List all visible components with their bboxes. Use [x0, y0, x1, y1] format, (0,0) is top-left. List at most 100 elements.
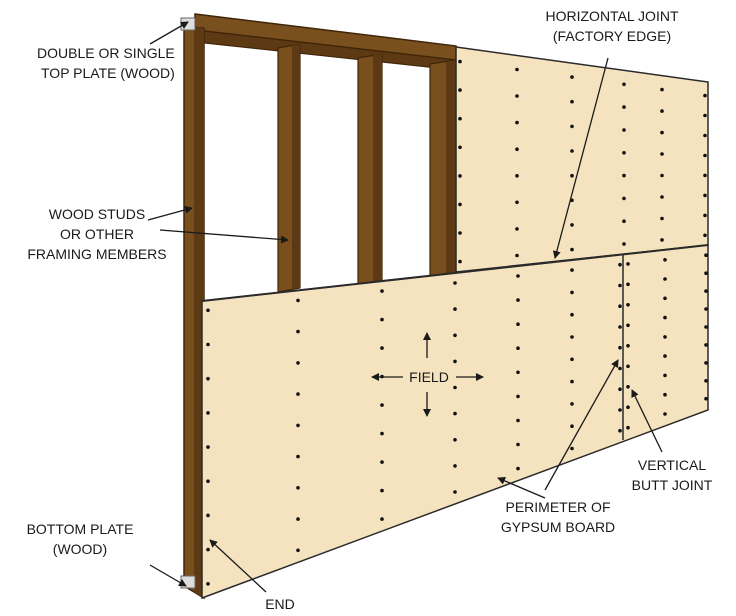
fastener-dot	[570, 312, 574, 317]
fastener-dot	[380, 346, 384, 350]
fastener-dot	[622, 151, 626, 155]
fastener-dot	[618, 345, 622, 350]
fastener-dot	[458, 259, 462, 264]
studs-leader-2	[159, 229, 289, 244]
fastener-dot	[704, 361, 708, 365]
field-label: FIELD	[409, 369, 449, 385]
fastener-dot	[206, 342, 210, 347]
fastener-dot	[458, 202, 462, 207]
horizontal-joint-line	[201, 244, 709, 302]
fastener-dot	[453, 333, 457, 338]
fastener-dot	[618, 428, 622, 433]
fastener-dot	[622, 196, 626, 201]
horizontal-joint-label-line2: (FACTORY EDGE)	[553, 28, 671, 44]
leader-lines	[147, 21, 663, 593]
fastener-dot	[626, 282, 630, 287]
fastener-dot	[296, 423, 300, 428]
fastener-dot	[660, 173, 664, 178]
fastener-dot	[458, 145, 462, 150]
end-label: END	[265, 596, 295, 612]
stud-1-side	[292, 44, 300, 289]
fastener-dot	[704, 289, 708, 293]
fastener-dot	[206, 308, 210, 313]
fastener-dot	[660, 130, 664, 135]
fastener-dot	[453, 490, 457, 494]
fastener-dot	[380, 431, 384, 436]
fastener-dot	[570, 149, 574, 153]
fastener-dot	[296, 454, 300, 459]
fastener-dot	[663, 412, 667, 416]
fastener-dot	[380, 488, 384, 493]
end-leader	[209, 539, 267, 593]
fastener-dot	[458, 174, 462, 178]
lower-gypsum-board	[201, 244, 709, 600]
fastener-dot	[453, 438, 457, 442]
fastener-dot	[458, 231, 462, 235]
fastener-dot	[618, 262, 622, 267]
fastener-dot	[703, 93, 707, 98]
fastener-dot	[663, 277, 667, 281]
fastener-dot	[570, 290, 574, 295]
upper-gypsum-board	[455, 46, 709, 273]
fastener-dot	[660, 216, 664, 221]
fastener-dot	[622, 242, 626, 246]
top-plate-label-line2: TOP PLATE (WOOD)	[41, 65, 175, 81]
fastener-dot	[380, 317, 384, 322]
fastener-dot	[296, 392, 300, 396]
fastener-dot	[618, 325, 622, 329]
fastener-dot	[703, 113, 707, 118]
fastener-dot	[570, 268, 574, 272]
fastener-dot	[703, 233, 707, 238]
fastener-dot	[296, 361, 300, 365]
top-plate-label-line1: DOUBLE OR SINGLE	[37, 45, 175, 61]
fastener-dot	[206, 582, 210, 586]
fastener-dot	[453, 307, 457, 311]
fastener-dot	[516, 274, 520, 278]
fastener-dot	[296, 298, 300, 303]
fastener-dot	[570, 424, 574, 429]
fastener-dot	[570, 446, 574, 451]
fastener-dot	[704, 379, 708, 383]
fastener-dot	[515, 94, 519, 98]
studs-label-line2: OR OTHER	[60, 226, 134, 242]
fastener-dot	[516, 442, 520, 447]
fastener-dot	[458, 88, 462, 92]
fastener-dot	[660, 87, 664, 92]
fastener-dot	[570, 247, 574, 252]
fasteners	[206, 59, 708, 586]
fastener-dot	[626, 323, 630, 328]
fastener-dot	[516, 370, 520, 375]
fastener-dot	[206, 411, 210, 415]
fastener-dot	[206, 445, 210, 449]
fastener-dot	[660, 195, 664, 199]
fastener-dot	[703, 133, 707, 138]
fastener-dot	[570, 379, 574, 384]
fastener-dot	[618, 283, 622, 288]
fastener-dot	[663, 392, 667, 397]
fastener-dot	[704, 343, 708, 347]
perimeter-label-line1: PERIMETER OF	[505, 499, 610, 515]
perimeter-leader-1	[544, 359, 619, 491]
fastener-dot	[663, 315, 667, 320]
fastener-dot	[453, 281, 457, 285]
fastener-dot	[516, 394, 520, 399]
fastener-dot	[703, 193, 707, 198]
perimeter-leader-2	[497, 477, 546, 499]
fastener-dot	[660, 109, 664, 113]
vertical-joint-label-line1: VERTICAL	[638, 457, 706, 473]
fastener-dot	[570, 223, 574, 227]
fastener-dot	[618, 408, 622, 412]
fastener-dot	[453, 411, 457, 416]
fastener-dot	[380, 403, 384, 407]
fastener-dot	[206, 479, 210, 484]
labels: DOUBLE OR SINGLE TOP PLATE (WOOD) HORIZO…	[27, 8, 713, 612]
fastener-dot	[626, 405, 630, 410]
fastener-dot	[458, 59, 462, 64]
fastener-dot	[206, 376, 210, 381]
fastener-dot	[622, 128, 626, 132]
fastener-dot	[626, 364, 630, 369]
fastener-dot	[618, 366, 622, 371]
top-plate-leader	[149, 21, 189, 45]
horizontal-joint-label-line1: HORIZONTAL JOINT	[546, 8, 679, 24]
